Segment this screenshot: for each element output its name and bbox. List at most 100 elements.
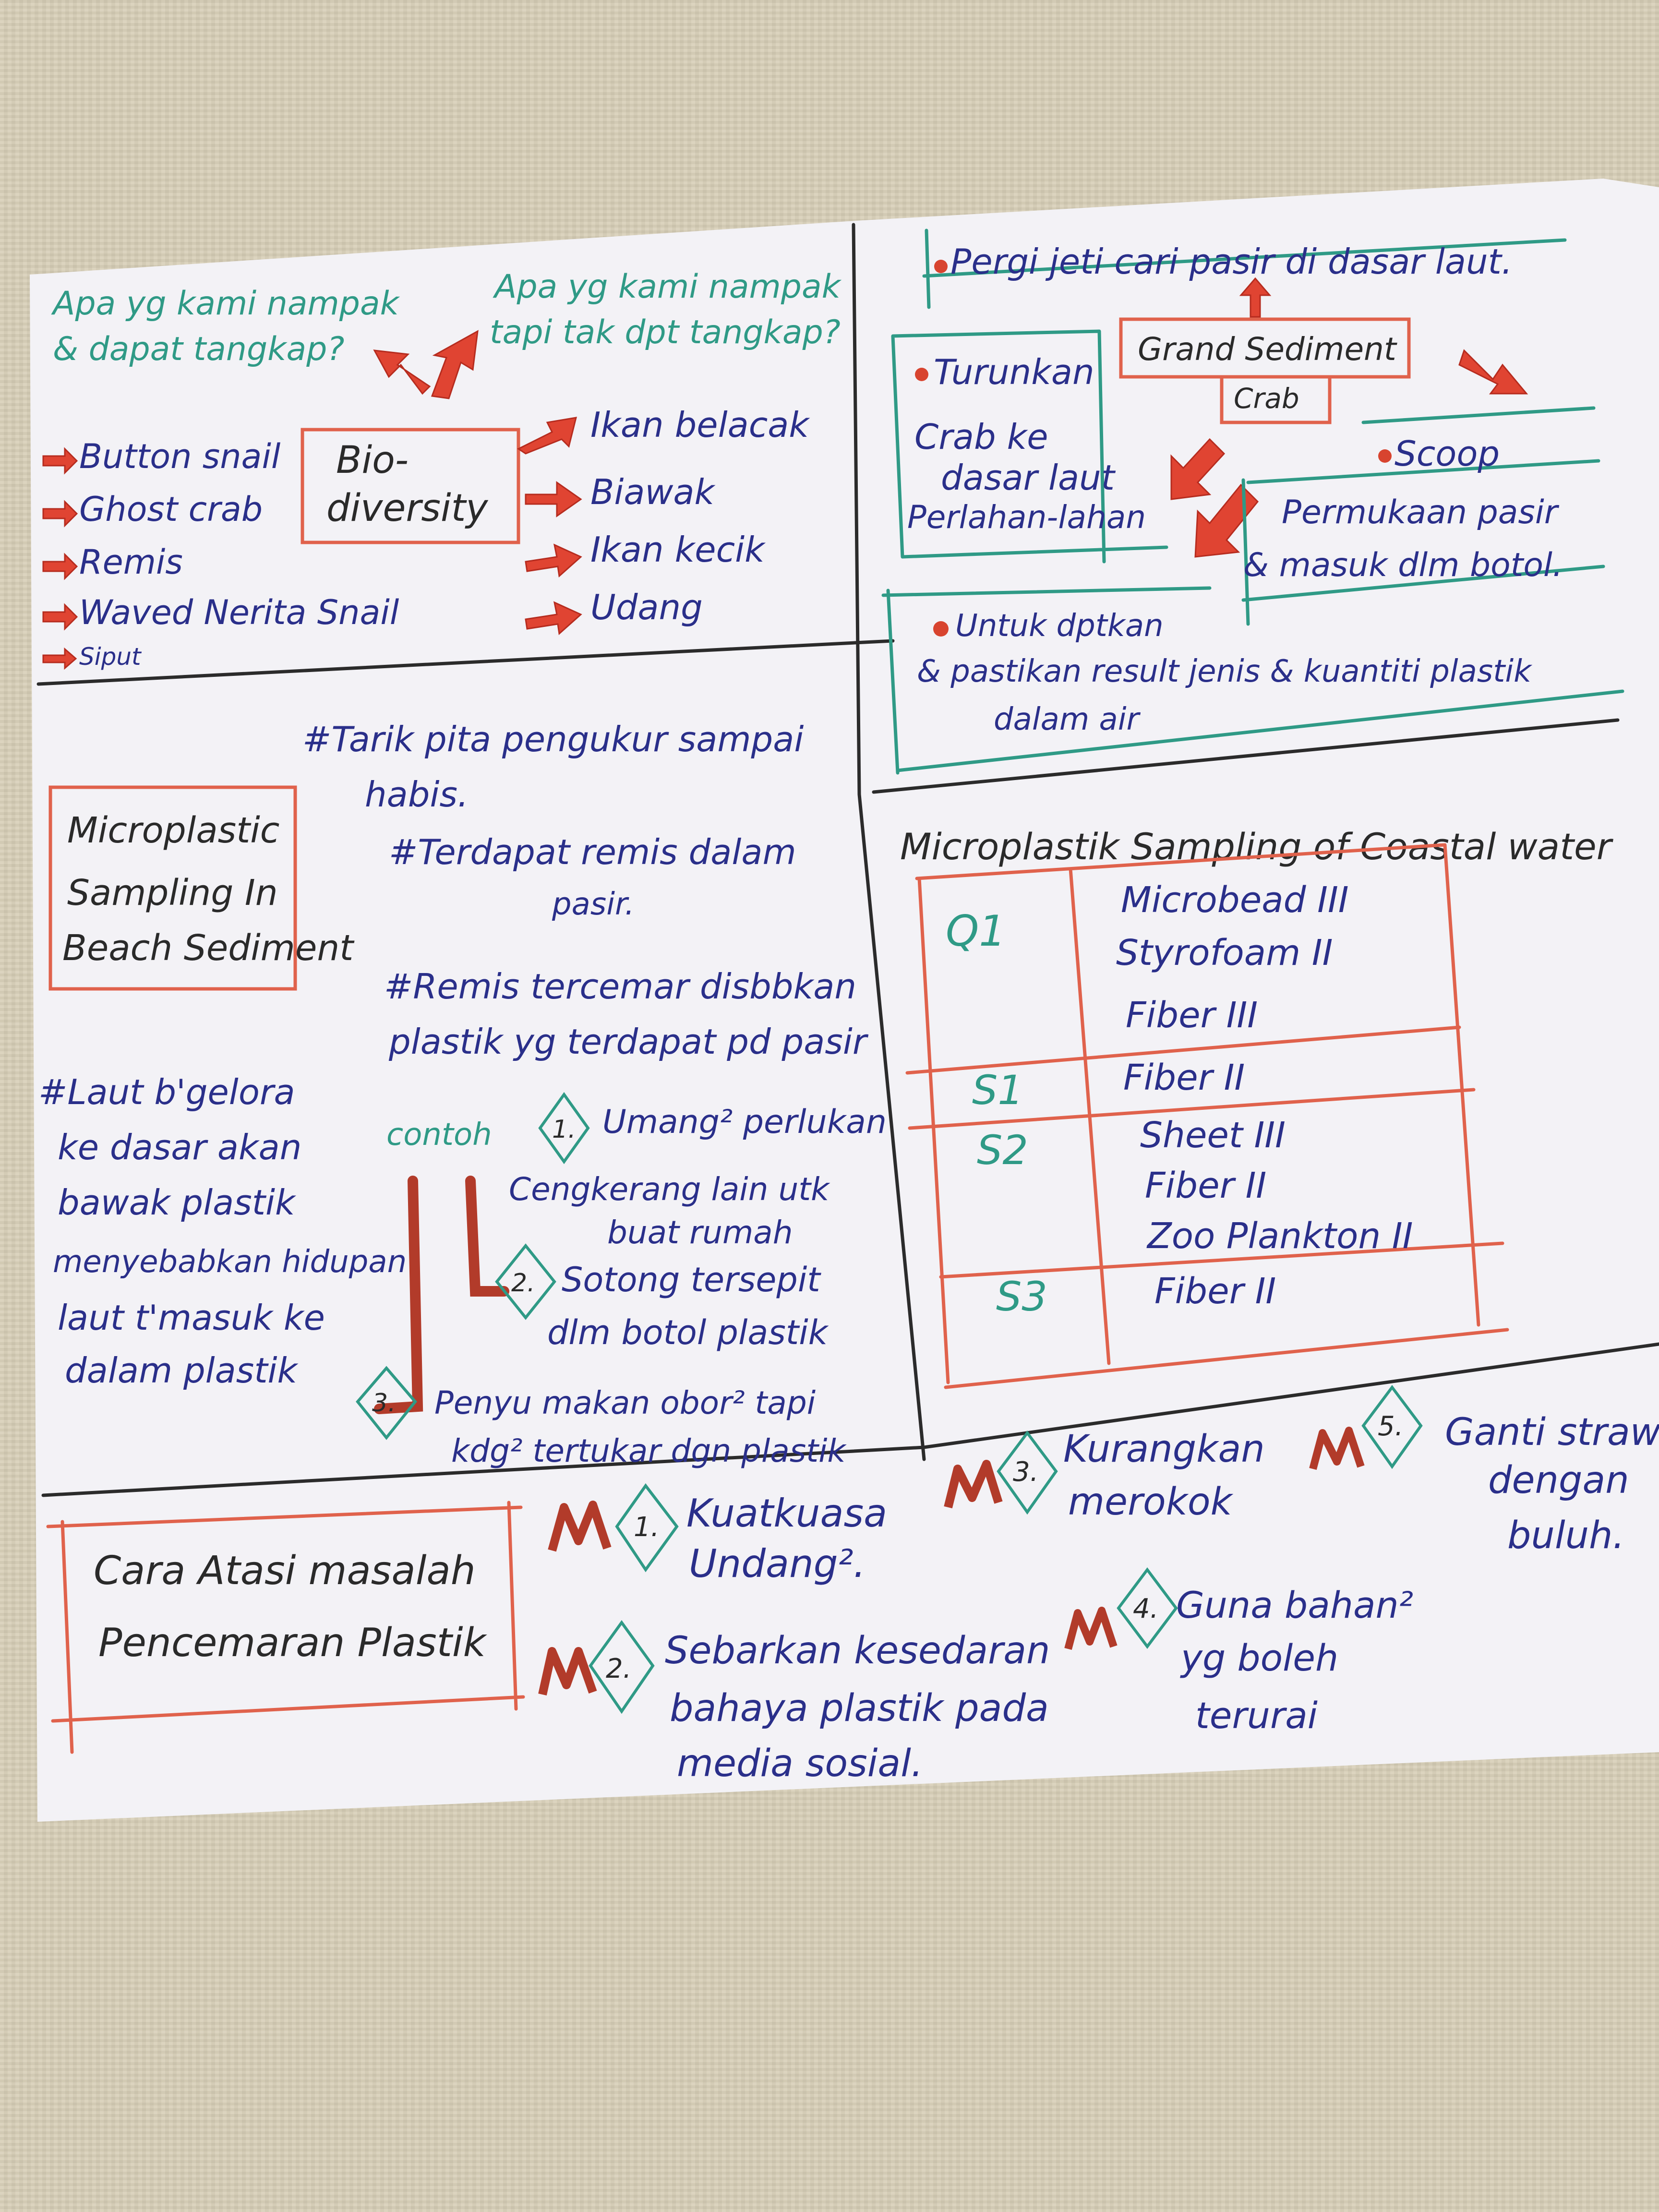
arrow-up-left-icon (373, 349, 431, 395)
arrow-right-icon (42, 553, 78, 580)
list-item: Waved Nerita Snail (79, 593, 399, 632)
step-lower-crab: Crab ke (914, 417, 1048, 457)
teal-line (925, 228, 931, 309)
list-item: Ikan kecik (590, 529, 766, 570)
solution-text: yg boleh (1180, 1636, 1338, 1679)
step-jetty: Pergi jeti cari pasir di dasar laut. (950, 241, 1513, 282)
crab-box (1220, 375, 1332, 424)
step-result: dalam air (994, 702, 1141, 737)
list-item: Ikan belacak (590, 405, 810, 445)
wave-note: laut t'masuk ke (58, 1298, 325, 1338)
bullet-icon (1378, 449, 1392, 463)
solution-text: Ganti straw (1445, 1411, 1659, 1454)
solution-text: dengan (1488, 1459, 1629, 1502)
solution-text: Kuatkuasa (686, 1491, 887, 1536)
table-cell: Styrofoam II (1116, 932, 1333, 974)
solution-text: merokok (1068, 1480, 1234, 1524)
coastal-title: Microplastik Sampling of Coastal water (900, 825, 1614, 868)
solution-text: terurai (1195, 1694, 1318, 1737)
beach-title: Sampling In (67, 872, 278, 914)
biodiversity-label-line1: Bio- (336, 439, 409, 482)
caught-species-list: Button snail Ghost crab Remis Waved Neri… (42, 437, 399, 671)
bullet-icon (915, 368, 928, 381)
step-scoop: Scoop (1395, 433, 1500, 474)
beach-sediment-section: Microplastic Sampling In Beach Sediment … (38, 719, 887, 1469)
bullet-icon (933, 621, 949, 637)
biodiversity-label-line2: diversity (326, 487, 489, 530)
bracket-line (374, 1176, 423, 1414)
solution-text: Kurangkan (1063, 1428, 1265, 1471)
table-cell: Sheet III (1140, 1115, 1286, 1156)
solutions-title: Pencemaran Plastik (98, 1620, 488, 1666)
list-item: Ghost crab (79, 490, 263, 529)
arrow-up-right-icon (431, 330, 479, 399)
solution-text: Guna bahan² (1176, 1584, 1413, 1626)
number-diamond-1 (538, 1092, 590, 1165)
beach-note: #Terdapat remis dalam (389, 832, 796, 872)
step2-frame (891, 329, 1168, 564)
arrow-right-icon (525, 601, 582, 635)
coastal-water-section: Microplastik Sampling of Coastal water Q… (900, 825, 1614, 1389)
arrow-down-left-icon (1170, 438, 1226, 500)
solution-number: 3. (1013, 1456, 1038, 1488)
arrow-right-icon (42, 500, 78, 528)
beach-note: #Remis tercemar disbbkan (384, 966, 856, 1007)
number-diamond-5 (1361, 1385, 1423, 1469)
example-text: kdg² tertukar dgn plastik (451, 1432, 847, 1469)
example-text: dlm botol plastik (547, 1313, 829, 1352)
wave-note: #Laut b'gelora (38, 1072, 295, 1112)
step-lower-crab: Perlahan-lahan (907, 499, 1146, 536)
number-diamond-3 (356, 1366, 417, 1440)
number-diamond-3 (997, 1431, 1058, 1515)
arrow-up-icon (1239, 277, 1272, 318)
table-cell: Fiber II (1123, 1057, 1245, 1098)
sediment-steps-section: Pergi jeti cari pasir di dasar laut. Gra… (881, 228, 1624, 775)
list-item: Button snail (79, 437, 281, 476)
arrow-right-icon (42, 447, 78, 475)
example-number: 3. (372, 1389, 396, 1418)
step3-frame (1241, 406, 1605, 626)
step4-frame (881, 586, 1624, 775)
bracket-line (465, 1176, 509, 1297)
solution-text: Undang². (689, 1541, 866, 1586)
question-seen-line1: Apa yg kami nampak (493, 268, 842, 306)
solution-text: buluh. (1507, 1514, 1624, 1557)
question-caught-line2: & dapat tangkap? (53, 330, 344, 368)
results-table-grid (905, 843, 1509, 1389)
biodiversity-section: Apa yg kami nampak & dapat tangkap? Apa … (42, 268, 842, 671)
example-text: Sotong tersepit (562, 1260, 821, 1299)
arrow-right-icon (517, 417, 577, 455)
table-cell: Fiber II (1145, 1165, 1266, 1206)
example-number: 1. (552, 1115, 576, 1144)
contoh-label: contoh (386, 1117, 492, 1153)
solution-text: media sosial. (677, 1742, 923, 1785)
site-label: S3 (996, 1273, 1047, 1320)
marker-scribble-icon (1064, 1607, 1118, 1650)
grand-sediment-label: Grand Sediment (1138, 331, 1397, 368)
solution-number: 2. (606, 1653, 631, 1684)
example-text: buat rumah (607, 1214, 793, 1251)
arrow-down-left-icon (1194, 483, 1259, 558)
teal-line (922, 238, 1567, 278)
beach-note: plastik yg terdapat pd pasir (388, 1022, 869, 1062)
solutions-section: Cara Atasi masalah Pencemaran Plastik 1.… (46, 1385, 1659, 1785)
example-text: Umang² perlukan (602, 1103, 887, 1141)
table-cell: Fiber III (1126, 995, 1258, 1036)
step-lower-crab: Turunkan (934, 352, 1094, 392)
example-number: 2. (511, 1269, 535, 1298)
marker-scribble-icon (548, 1501, 612, 1552)
step-lower-crab: dasar laut (941, 457, 1116, 498)
beach-note: #Tarik pita pengukur sampai (302, 719, 804, 759)
solution-number: 1. (634, 1512, 659, 1543)
marker-scribble-icon (944, 1460, 1003, 1509)
list-item: Remis (79, 542, 183, 582)
solutions-title-box (46, 1501, 525, 1754)
beach-note: pasir. (552, 887, 635, 922)
arrow-right-icon (525, 543, 582, 577)
divider-top-left (36, 639, 895, 686)
question-seen-line2: tapi tak dpt tangkap? (490, 313, 841, 351)
step-scoop: & masuk dlm botol. (1243, 546, 1563, 584)
site-label: S1 (972, 1067, 1023, 1114)
crab-label: Crab (1234, 382, 1299, 415)
